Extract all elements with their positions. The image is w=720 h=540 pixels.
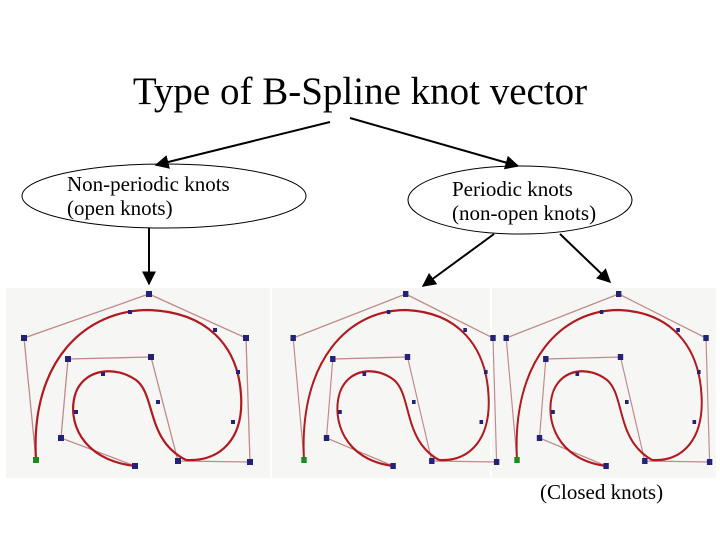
- open-knots-oval: [21, 163, 307, 229]
- periodic-spline-panel: [272, 288, 490, 478]
- arrow-to-periodic-knots: [349, 117, 520, 170]
- arrow-to-closed-example: [559, 233, 612, 283]
- periodic-knots-label: Periodic knots (non-open knots): [452, 177, 596, 225]
- closed-spline-panel: [492, 288, 716, 478]
- open-knots-line2: (open knots): [67, 196, 173, 220]
- periodic-spline-figure: [289, 289, 501, 471]
- arrow-to-periodic-example: [421, 233, 495, 287]
- periodic-knots-line2: (non-open knots): [452, 201, 597, 225]
- open-knots-label: Non-periodic knots (open knots): [67, 172, 230, 220]
- open-knots-line1: Non-periodic knots: [67, 172, 230, 196]
- periodic-knots-oval: [407, 165, 633, 235]
- arrow-to-open-knots: [154, 121, 331, 169]
- periodic-knots-line1: Periodic knots: [452, 177, 573, 201]
- open-spline-figure: [19, 289, 255, 471]
- closed-spline-figure: [502, 289, 714, 471]
- slide-title: Type of B-Spline knot vector: [132, 70, 588, 113]
- closed-knots-note: (Closed knots): [540, 480, 664, 504]
